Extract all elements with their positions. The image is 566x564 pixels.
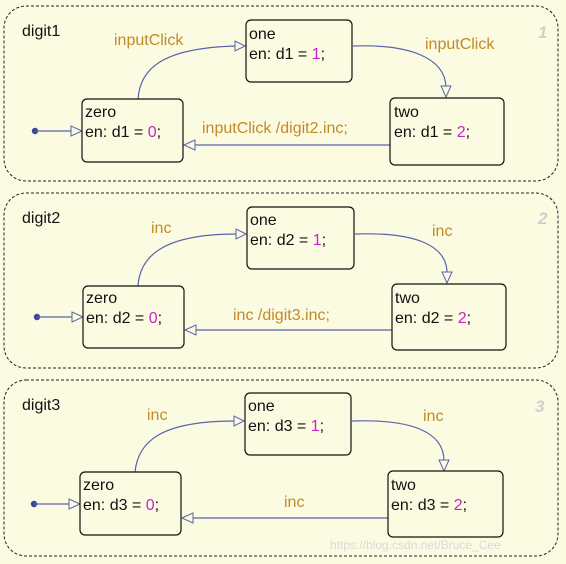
chart-digit3: digit3 3 inc inc inc zero en: d3 = 0; on… bbox=[3, 379, 559, 557]
chart-title: digit3 bbox=[22, 397, 60, 414]
transition-one-to-two[interactable] bbox=[352, 45, 447, 88]
transition-label-zero-to-one: inc bbox=[147, 407, 167, 424]
entry-action: en: d1 = 1; bbox=[249, 46, 325, 63]
transition-arrowhead bbox=[233, 415, 246, 427]
state-two[interactable]: two en: d1 = 2; bbox=[389, 97, 505, 166]
entry-action: en: d3 = 2; bbox=[391, 497, 467, 514]
transition-arrowhead bbox=[183, 324, 197, 336]
state-name: two bbox=[394, 104, 419, 121]
transition-label-zero-to-one: inputClick bbox=[114, 32, 184, 49]
state-name: one bbox=[248, 398, 275, 415]
state-box bbox=[81, 98, 184, 163]
transition-one-to-two[interactable] bbox=[354, 233, 448, 274]
state-box bbox=[391, 283, 507, 351]
transition-zero-to-one[interactable] bbox=[134, 420, 236, 473]
state-name: one bbox=[250, 212, 277, 229]
chart-title: digit1 bbox=[22, 23, 60, 40]
default-transition-arrowhead bbox=[71, 311, 85, 323]
transition-arrowhead bbox=[180, 512, 194, 524]
execution-order: 2 bbox=[537, 209, 548, 228]
entry-action: en: d2 = 1; bbox=[250, 232, 326, 249]
execution-order: 1 bbox=[538, 23, 547, 42]
transition-arrowhead bbox=[182, 139, 196, 151]
chart-title: digit2 bbox=[22, 210, 60, 227]
state-box bbox=[389, 97, 505, 166]
chart-digit2: digit2 2 inc inc inc /digit3.inc; zero e… bbox=[3, 192, 559, 369]
state-zero[interactable]: zero en: d1 = 0; bbox=[81, 98, 184, 163]
state-name: zero bbox=[86, 290, 117, 307]
state-name: one bbox=[249, 26, 276, 43]
state-zero[interactable]: zero en: d3 = 0; bbox=[79, 471, 182, 536]
state-box bbox=[387, 470, 504, 538]
state-one[interactable]: one en: d1 = 1; bbox=[245, 19, 353, 83]
state-two[interactable]: two en: d3 = 2; bbox=[387, 470, 504, 538]
transition-label-two-to-zero: inputClick /digit2.inc; bbox=[202, 120, 348, 137]
transition-arrowhead bbox=[234, 40, 247, 52]
transition-zero-to-one[interactable] bbox=[137, 45, 237, 100]
entry-action: en: d2 = 2; bbox=[395, 310, 471, 327]
transition-label-two-to-zero: inc /digit3.inc; bbox=[233, 307, 330, 324]
default-transition-arrowhead bbox=[68, 498, 82, 510]
entry-action: en: d3 = 1; bbox=[248, 418, 324, 435]
chart-border bbox=[3, 5, 559, 182]
transition-arrowhead bbox=[441, 271, 453, 285]
watermark: https://blog.csdn.net/Bruce_Cee bbox=[330, 538, 501, 552]
chart-digit1: digit1 1 inputClick inputClick inputClic… bbox=[3, 5, 559, 182]
state-box bbox=[79, 471, 182, 536]
transition-arrowhead bbox=[235, 228, 248, 240]
chart-border bbox=[3, 379, 559, 557]
state-zero[interactable]: zero en: d2 = 0; bbox=[82, 285, 185, 349]
state-name: zero bbox=[85, 104, 116, 121]
entry-action: en: d1 = 0; bbox=[85, 124, 161, 141]
state-name: two bbox=[391, 477, 416, 494]
transition-label-two-to-zero: inc bbox=[284, 494, 304, 511]
chart-border bbox=[3, 192, 559, 369]
state-one[interactable]: one en: d2 = 1; bbox=[246, 206, 355, 270]
state-box bbox=[82, 285, 185, 349]
state-one[interactable]: one en: d3 = 1; bbox=[244, 392, 352, 456]
state-box bbox=[245, 19, 353, 83]
state-name: zero bbox=[83, 477, 114, 494]
transition-label-one-to-two: inc bbox=[423, 408, 443, 425]
entry-action: en: d1 = 2; bbox=[394, 124, 470, 141]
transition-zero-to-one[interactable] bbox=[137, 233, 238, 287]
transition-label-zero-to-one: inc bbox=[151, 220, 171, 237]
transition-label-one-to-two: inc bbox=[432, 223, 452, 240]
entry-action: en: d2 = 0; bbox=[86, 310, 162, 327]
transition-arrowhead bbox=[438, 459, 450, 473]
transition-label-one-to-two: inputClick bbox=[425, 36, 495, 53]
state-box bbox=[244, 392, 352, 456]
state-two[interactable]: two en: d2 = 2; bbox=[391, 283, 507, 351]
transition-one-to-two[interactable] bbox=[351, 420, 445, 462]
state-name: two bbox=[395, 290, 420, 307]
default-transition-arrowhead bbox=[70, 125, 84, 137]
state-box bbox=[246, 206, 355, 270]
execution-order: 3 bbox=[535, 397, 545, 416]
entry-action: en: d3 = 0; bbox=[83, 497, 159, 514]
transition-arrowhead bbox=[440, 85, 452, 99]
